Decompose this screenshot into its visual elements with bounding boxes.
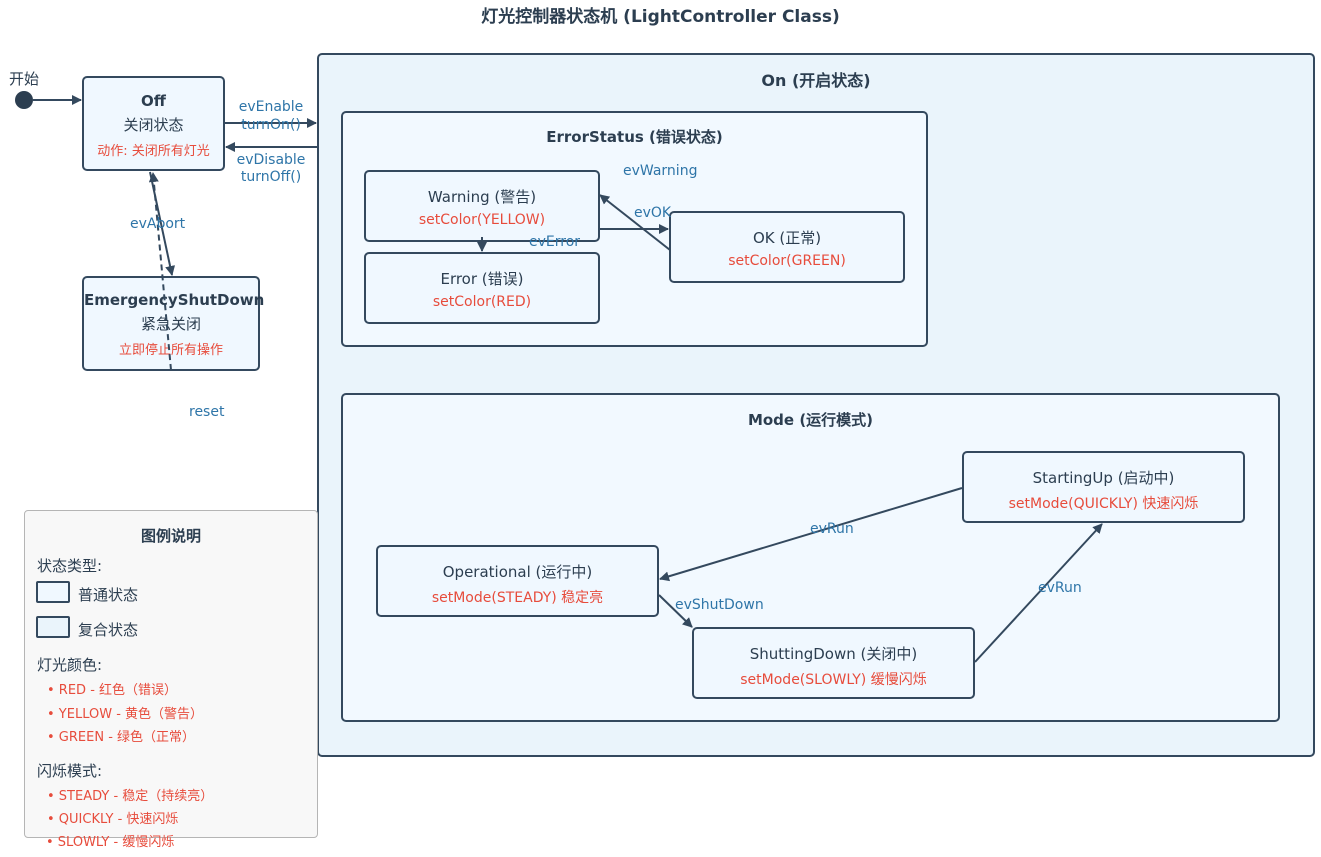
state-off-action: 动作: 关闭所有灯光 [97,144,210,159]
state-warning-name: Warning (警告) [427,188,537,206]
errorstatus-title: ErrorStatus (错误状态) [546,128,723,146]
state-emergency[interactable]: EmergencyShutDown 紧急关闭 立即停止所有操作 [82,276,265,371]
state-operational[interactable]: Operational (运行中) setMode(STEADY) 稳定亮 [376,545,659,617]
state-off-sub: 关闭状态 [123,116,184,134]
label-everror: evError [529,234,581,250]
state-off-name: Off [141,92,166,110]
state-startingup[interactable]: StartingUp (启动中) setMode(QUICKLY) 快速闪烁 [962,451,1245,523]
state-startingup-name: StartingUp (启动中) [1032,469,1175,487]
state-operational-name: Operational (运行中) [442,563,593,581]
legend-panel: 图例说明 状态类型: 普通状态 复合状态 灯光颜色: • RED - 红色（错误… [24,510,318,838]
legend-blink-heading: 闪烁模式: [37,762,103,780]
mode-title: Mode (运行模式) [747,411,874,429]
label-evenable: evEnable [238,99,304,115]
arrow-reset [148,172,172,371]
legend-blink-slowly: • SLOWLY - 缓慢闪烁 [46,835,175,850]
arrow-evrun-top [659,487,963,582]
label-evrun-top: evRun [810,521,854,537]
state-ok-action: setColor(GREEN) [728,253,846,269]
legend-color-yellow: • YELLOW - 黄色（警告） [47,707,204,722]
label-reset: reset [189,404,225,420]
legend-composite-label: 复合状态 [78,621,139,639]
legend-simple-label: 普通状态 [78,586,139,604]
legend-simple-swatch [36,581,70,603]
legend-composite-swatch [36,616,70,638]
state-error-action: setColor(RED) [432,294,532,310]
start-label: 开始 [9,70,40,88]
arrow-evrun-right [974,523,1103,663]
label-turnoff: turnOff() [240,169,302,185]
state-error-name: Error (错误) [440,270,524,288]
label-evshutdown: evShutDown [675,597,764,613]
legend-state-types-heading: 状态类型: [37,557,103,575]
legend-color-green: • GREEN - 绿色（正常） [47,730,196,745]
legend-blink-steady: • STEADY - 稳定（持续亮） [47,789,214,804]
state-startingup-action: setMode(QUICKLY) 快速闪烁 [1008,496,1199,512]
label-evok: evOK [634,205,672,221]
state-emergency-sub: 紧急关闭 [140,315,201,333]
state-shuttingdown-action: setMode(SLOWLY) 缓慢闪烁 [740,672,927,688]
diagram-title: 灯光控制器状态机 (LightController Class) [481,7,840,27]
state-ok[interactable]: OK (正常) setColor(GREEN) [669,211,905,283]
legend-colors-heading: 灯光颜色: [37,656,103,674]
state-shuttingdown-name: ShuttingDown (关闭中) [749,645,918,663]
legend-title: 图例说明 [140,527,201,545]
legend-color-red: • RED - 红色（错误） [47,683,178,698]
state-ok-name: OK (正常) [752,229,822,247]
state-shuttingdown[interactable]: ShuttingDown (关闭中) setMode(SLOWLY) 缓慢闪烁 [692,627,975,699]
arrow-evshutdown [658,594,693,628]
legend-blink-quickly: • QUICKLY - 快速闪烁 [47,812,179,827]
label-evdisable: evDisable [236,152,306,168]
label-evwarning: evWarning [623,163,698,179]
state-emergency-name: EmergencyShutDown [84,291,265,309]
state-warning[interactable]: Warning (警告) setColor(YELLOW) [364,170,600,242]
state-off[interactable]: Off 关闭状态 动作: 关闭所有灯光 [82,76,225,171]
on-title: On (开启状态) [761,71,871,90]
initial-state-dot [15,91,33,109]
arrow-evwarning [599,194,671,251]
state-operational-action: setMode(STEADY) 稳定亮 [431,590,604,606]
label-turnon: turnOn() [241,117,301,133]
label-evrun-right: evRun [1038,580,1082,596]
state-emergency-action: 立即停止所有操作 [118,343,223,358]
state-warning-action: setColor(YELLOW) [418,212,546,228]
state-error[interactable]: Error (错误) setColor(RED) [364,252,600,324]
label-evabort: evAbort [130,216,186,232]
